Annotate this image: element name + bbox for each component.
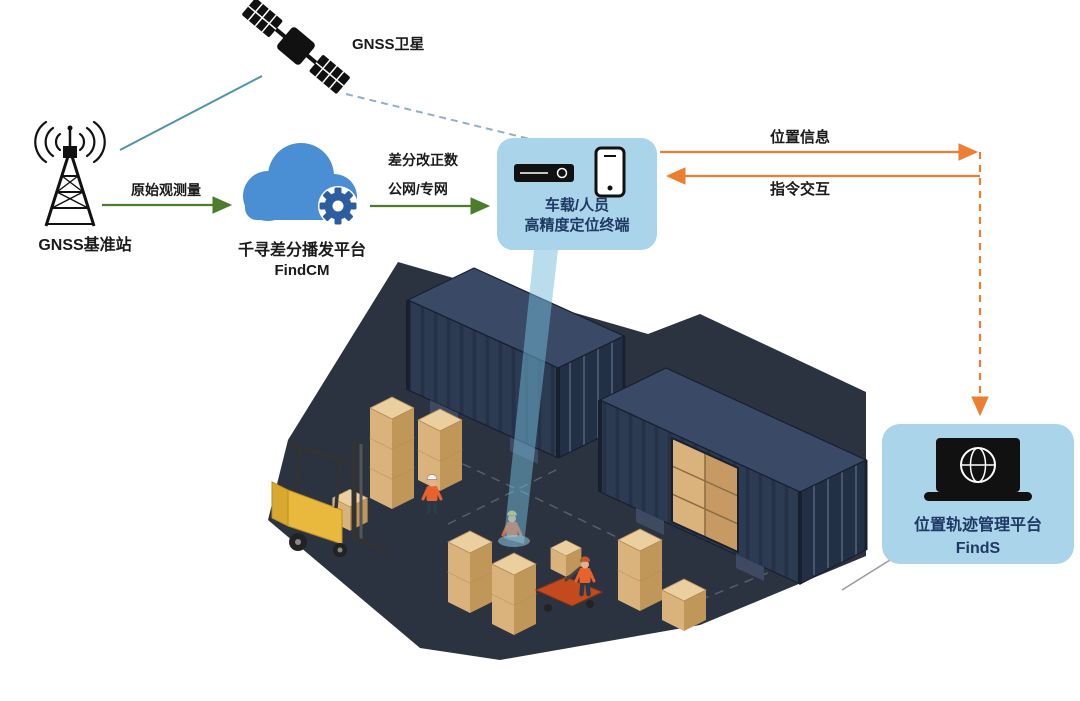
finds-to-yard-connector <box>841 559 891 591</box>
container-open-door-cargo <box>671 436 739 554</box>
finds-panel <box>882 424 1074 564</box>
shipping-container-lower <box>598 367 868 585</box>
raw-observation-label: 原始观测量 <box>131 182 201 198</box>
pallet-jack <box>534 540 604 612</box>
vehicle-terminal-icon <box>514 164 574 182</box>
smartphone-icon <box>594 146 626 198</box>
diff-correction-label-line2: 公网/专网 <box>388 181 448 197</box>
findcm-product-name: FindCM <box>274 262 330 279</box>
satellite-label: GNSS卫星 <box>352 36 425 53</box>
radio-tower-icon <box>34 120 106 227</box>
command-interaction-label: 指令交互 <box>769 181 830 198</box>
diff-correction-label-line1: 差分改正数 <box>388 152 458 168</box>
forklift <box>271 440 388 557</box>
satellite-to-base-link <box>119 75 263 151</box>
terminal-label-line2: 高精度定位终端 <box>524 217 630 234</box>
terminal-label-line1: 车载/人员 <box>544 197 610 214</box>
finds-platform-name: 位置轨迹管理平台 <box>913 517 1042 534</box>
cloud-gear-icon <box>243 143 358 226</box>
positioning-beam <box>498 250 558 547</box>
terminal-panel <box>497 138 657 250</box>
warehouse-scene <box>268 262 868 660</box>
finds-product-name: FindS <box>955 540 1001 557</box>
gear-icon <box>318 186 358 226</box>
base-station-label: GNSS基准站 <box>38 237 132 254</box>
satellite-to-terminal-link <box>345 93 535 141</box>
position-info-label: 位置信息 <box>769 129 830 146</box>
findcm-platform-name: 千寻差分播发平台 <box>237 242 366 259</box>
laptop-globe-icon <box>924 438 1032 501</box>
satellite-icon <box>242 0 350 94</box>
